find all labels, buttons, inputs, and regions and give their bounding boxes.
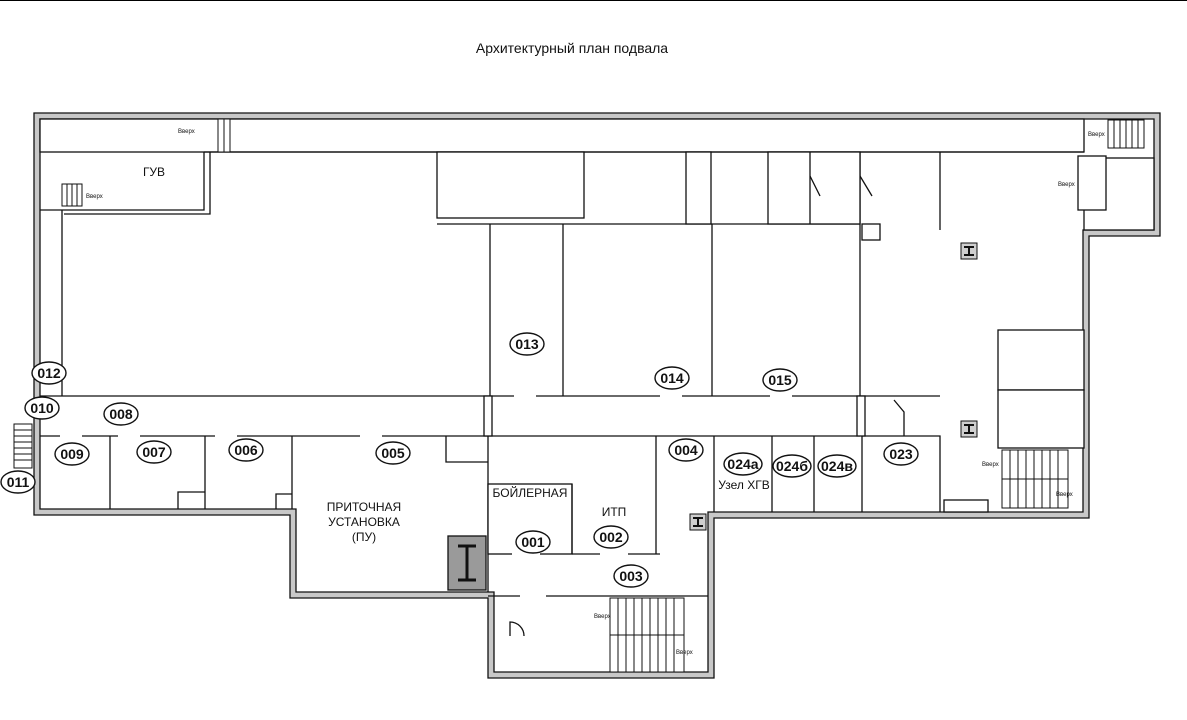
stairs-left	[13, 423, 33, 469]
door-opening	[770, 394, 792, 398]
stairs-bottom	[609, 597, 685, 673]
room-tag-015: 015	[762, 368, 798, 392]
door-swing	[859, 175, 873, 197]
i-beam-icon	[693, 517, 703, 527]
svg-text:013: 013	[515, 336, 539, 352]
room-tag-007: 007	[136, 440, 172, 464]
label-guv: ГУВ	[143, 165, 165, 179]
wall-line	[40, 152, 205, 211]
svg-text:014: 014	[660, 370, 684, 386]
corridor-column	[856, 395, 866, 437]
corridor-column	[483, 395, 493, 437]
room-tag-011: 011	[0, 470, 36, 494]
svg-text:011: 011	[7, 474, 30, 490]
wall-stub	[861, 223, 881, 241]
svg-text:024в: 024в	[821, 458, 853, 474]
up-label: Вверх	[86, 194, 103, 200]
stairs-top	[217, 118, 231, 153]
svg-text:010: 010	[30, 400, 54, 416]
room-tag-024a: 024а	[723, 452, 763, 476]
wall-stub	[943, 499, 989, 513]
room-tag-024b: 024б	[772, 454, 812, 478]
room-tag-008: 008	[103, 402, 139, 426]
top-border-line	[0, 0, 1187, 1]
stair-box	[1077, 155, 1107, 211]
room-tag-023: 023	[883, 442, 919, 466]
plan-title: Архитектурный план подвала	[475, 40, 669, 56]
i-beam-icon	[458, 544, 476, 582]
room-tag-006: 006	[228, 438, 264, 462]
svg-text:005: 005	[381, 445, 405, 461]
door-opening	[60, 434, 82, 438]
up-label: Вверх	[982, 462, 999, 468]
svg-text:015: 015	[768, 372, 792, 388]
door-opening	[600, 552, 628, 556]
wall-line	[64, 152, 211, 215]
label-uzel: Узел ХГВ	[718, 478, 769, 492]
svg-text:024б: 024б	[776, 458, 808, 474]
svg-text:008: 008	[109, 406, 133, 422]
door-opening	[118, 434, 140, 438]
svg-text:024а: 024а	[727, 456, 758, 472]
door-swing	[809, 175, 821, 197]
svg-text:003: 003	[619, 568, 643, 584]
svg-text:012: 012	[37, 365, 61, 381]
label-pu-line1: ПРИТОЧНАЯ	[327, 500, 401, 514]
room-tag-013: 013	[509, 332, 545, 356]
up-label: Вверх	[676, 650, 693, 656]
stairs-top-right	[1107, 119, 1145, 149]
svg-text:002: 002	[599, 529, 623, 545]
room-tag-024v: 024в	[817, 454, 857, 478]
wall-line	[275, 493, 292, 509]
door-opening	[660, 394, 682, 398]
wall-line	[177, 491, 205, 509]
door-swing	[893, 399, 905, 436]
right-room	[997, 389, 1085, 449]
room-tag-010: 010	[24, 396, 60, 420]
right-room	[997, 329, 1085, 391]
small-room-top	[767, 151, 861, 225]
up-label: Вверх	[1056, 492, 1073, 498]
svg-text:001: 001	[521, 534, 545, 550]
stairs-right	[1001, 449, 1069, 509]
up-label: Вверх	[1088, 132, 1105, 138]
shaft-block	[436, 151, 585, 219]
door-opening	[360, 434, 382, 438]
up-label: Вверх	[178, 129, 195, 135]
wall-line	[445, 436, 488, 463]
room-tag-003: 003	[613, 564, 649, 588]
room-tag-002: 002	[593, 525, 629, 549]
column-block	[685, 151, 712, 225]
i-beam-icon	[964, 246, 974, 256]
door-swing	[509, 621, 525, 637]
door-opening	[514, 394, 536, 398]
svg-text:023: 023	[889, 446, 913, 462]
i-beam-icon	[964, 424, 974, 434]
label-pu-line3: (ПУ)	[352, 530, 376, 544]
room-tag-001: 001	[515, 530, 551, 554]
wall-line	[862, 435, 941, 512]
label-itp: ИТП	[602, 505, 627, 519]
room-tag-014: 014	[654, 366, 690, 390]
svg-text:007: 007	[142, 444, 166, 460]
room-tag-012: 012	[31, 361, 67, 385]
room-tag-009: 009	[54, 442, 90, 466]
up-label: Вверх	[594, 614, 611, 620]
door-opening	[520, 594, 546, 598]
room-tag-004: 004	[668, 438, 704, 462]
svg-text:006: 006	[234, 442, 258, 458]
svg-text:009: 009	[60, 446, 84, 462]
door-opening	[512, 552, 540, 556]
label-pu-line2: УСТАНОВКА	[328, 515, 400, 529]
stairs-guv	[61, 183, 83, 207]
label-boiler: БОЙЛЕРНАЯ	[493, 485, 568, 500]
door-opening	[215, 434, 237, 438]
svg-text:004: 004	[674, 442, 698, 458]
up-label: Вверх	[1058, 182, 1075, 188]
room-tag-005: 005	[375, 441, 411, 465]
top-strip	[39, 118, 1085, 153]
